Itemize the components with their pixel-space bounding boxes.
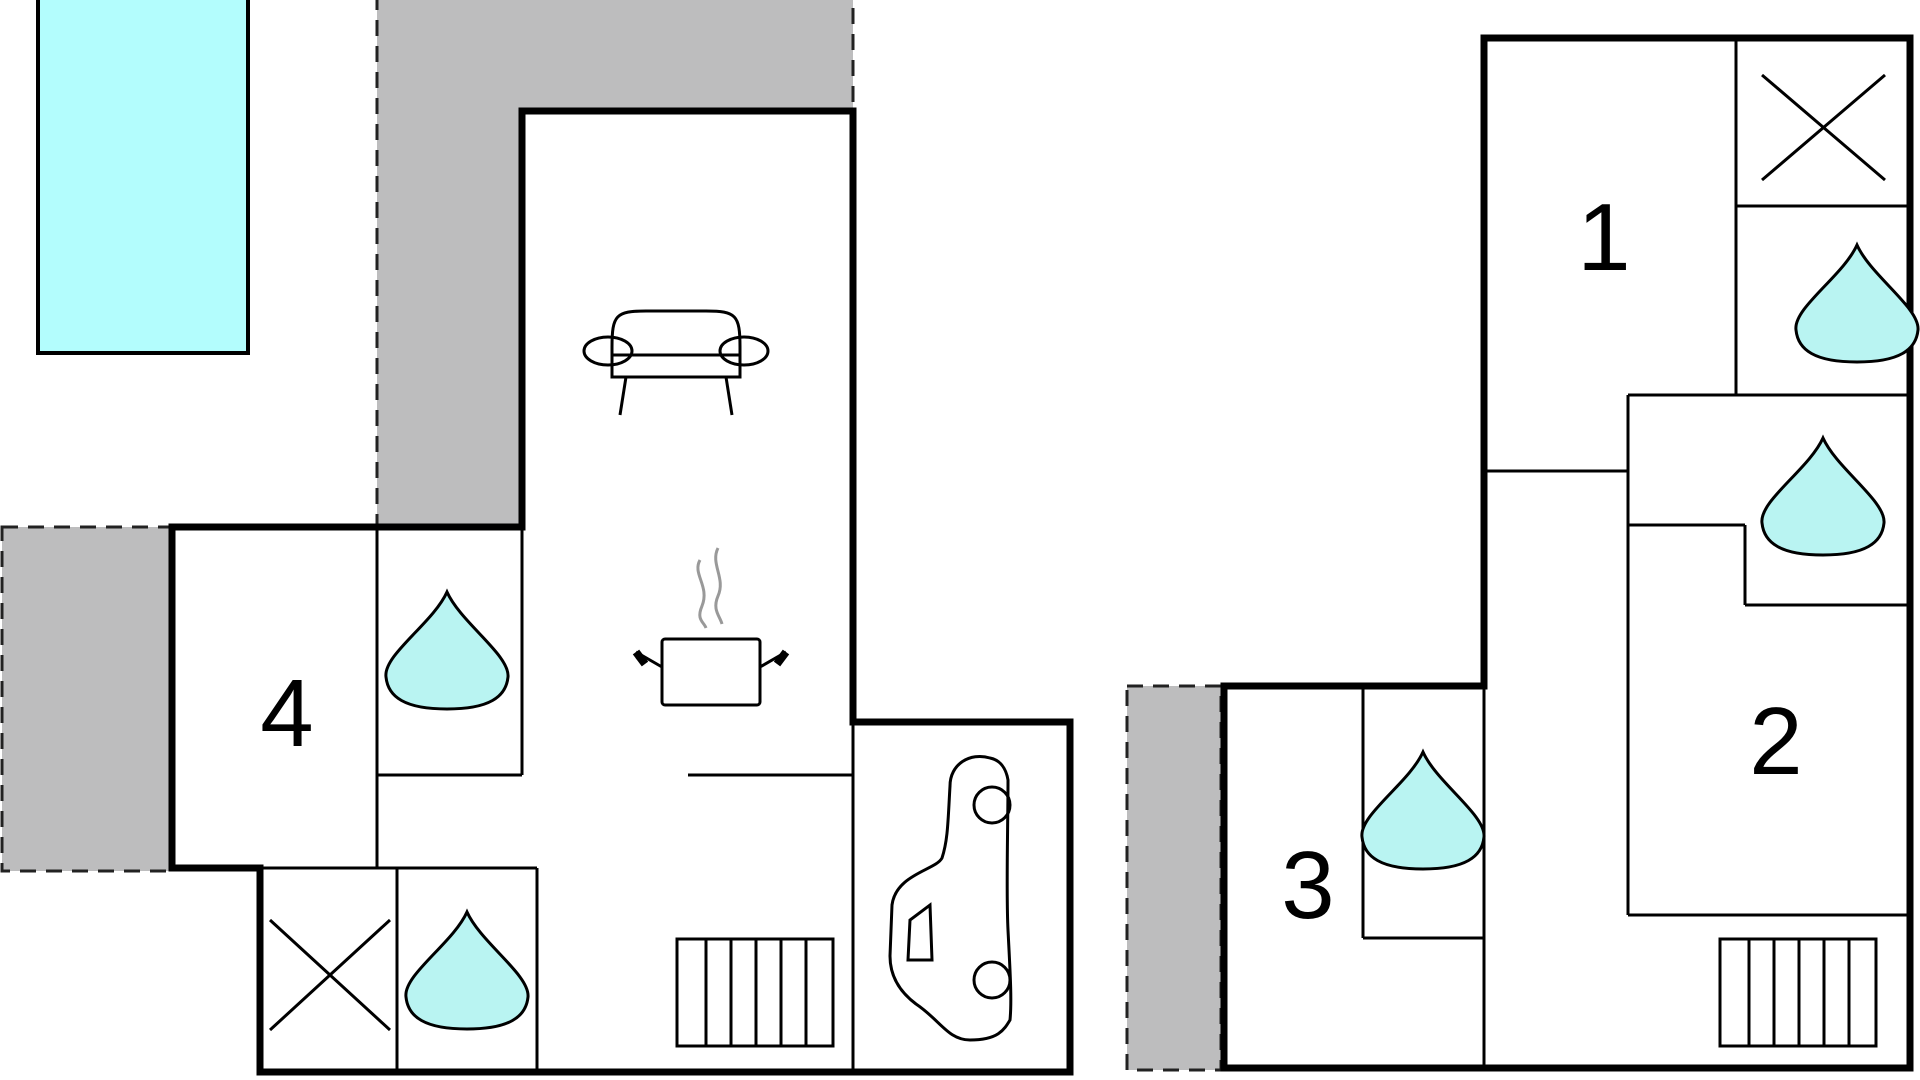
sofa-icon: [582, 309, 770, 416]
left-building-outline: [168, 107, 1074, 1076]
stairs-icon: [1718, 937, 1878, 1048]
cooking-pot-icon: [632, 637, 790, 707]
steam-icon: [696, 547, 724, 629]
room-number-2: 2: [1749, 688, 1802, 795]
water-drop-icon: [404, 908, 530, 1031]
water-drop-icon: [1760, 434, 1886, 557]
room-number-3: 3: [1281, 832, 1334, 939]
terrace-right: [1125, 684, 1223, 1072]
water-drop-icon: [1794, 241, 1920, 364]
swimming-pool: [36, 0, 250, 355]
terrace-left: [0, 525, 174, 873]
cross-icon: [268, 918, 392, 1032]
stairs-icon: [675, 937, 835, 1048]
cross-icon: [1761, 73, 1886, 182]
room-number-4: 4: [260, 660, 313, 767]
water-drop-icon: [384, 588, 510, 711]
water-drop-icon: [1360, 748, 1486, 871]
terrace-top: [375, 0, 855, 527]
room-number-1: 1: [1577, 184, 1630, 291]
car-icon: [888, 755, 1013, 1042]
